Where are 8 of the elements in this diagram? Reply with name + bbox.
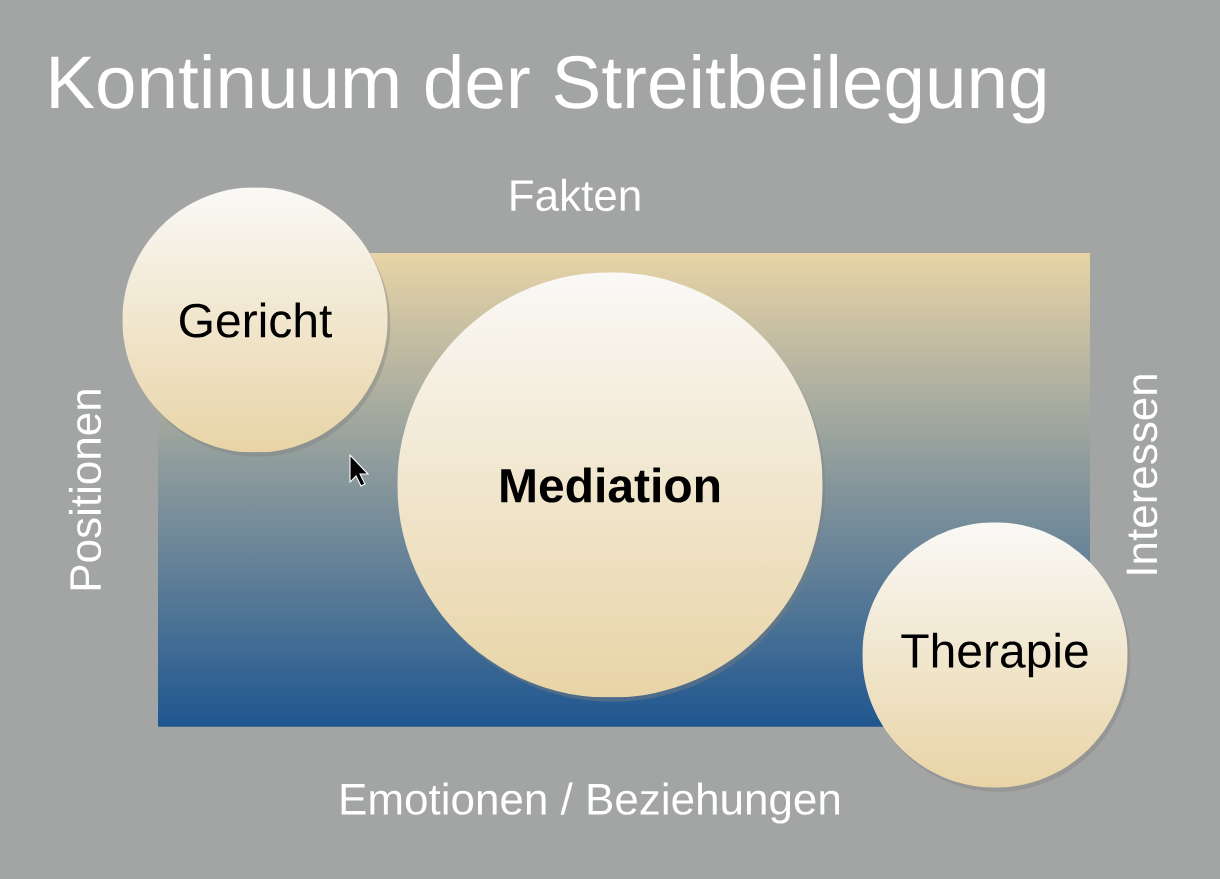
axis-label: Positionen — [68, 390, 102, 590]
title: Kontinuum der Streitbeilegung — [51, 53, 1045, 124]
axis-label: Emotionen / Beziehungen — [341, 782, 839, 824]
circle-label: Therapie — [901, 632, 1088, 678]
circle-label: Gericht — [180, 302, 332, 338]
axis-label: Fakten — [511, 178, 640, 212]
axis-label: Interessen — [1126, 375, 1158, 574]
circle-label: Mediation — [501, 467, 720, 503]
